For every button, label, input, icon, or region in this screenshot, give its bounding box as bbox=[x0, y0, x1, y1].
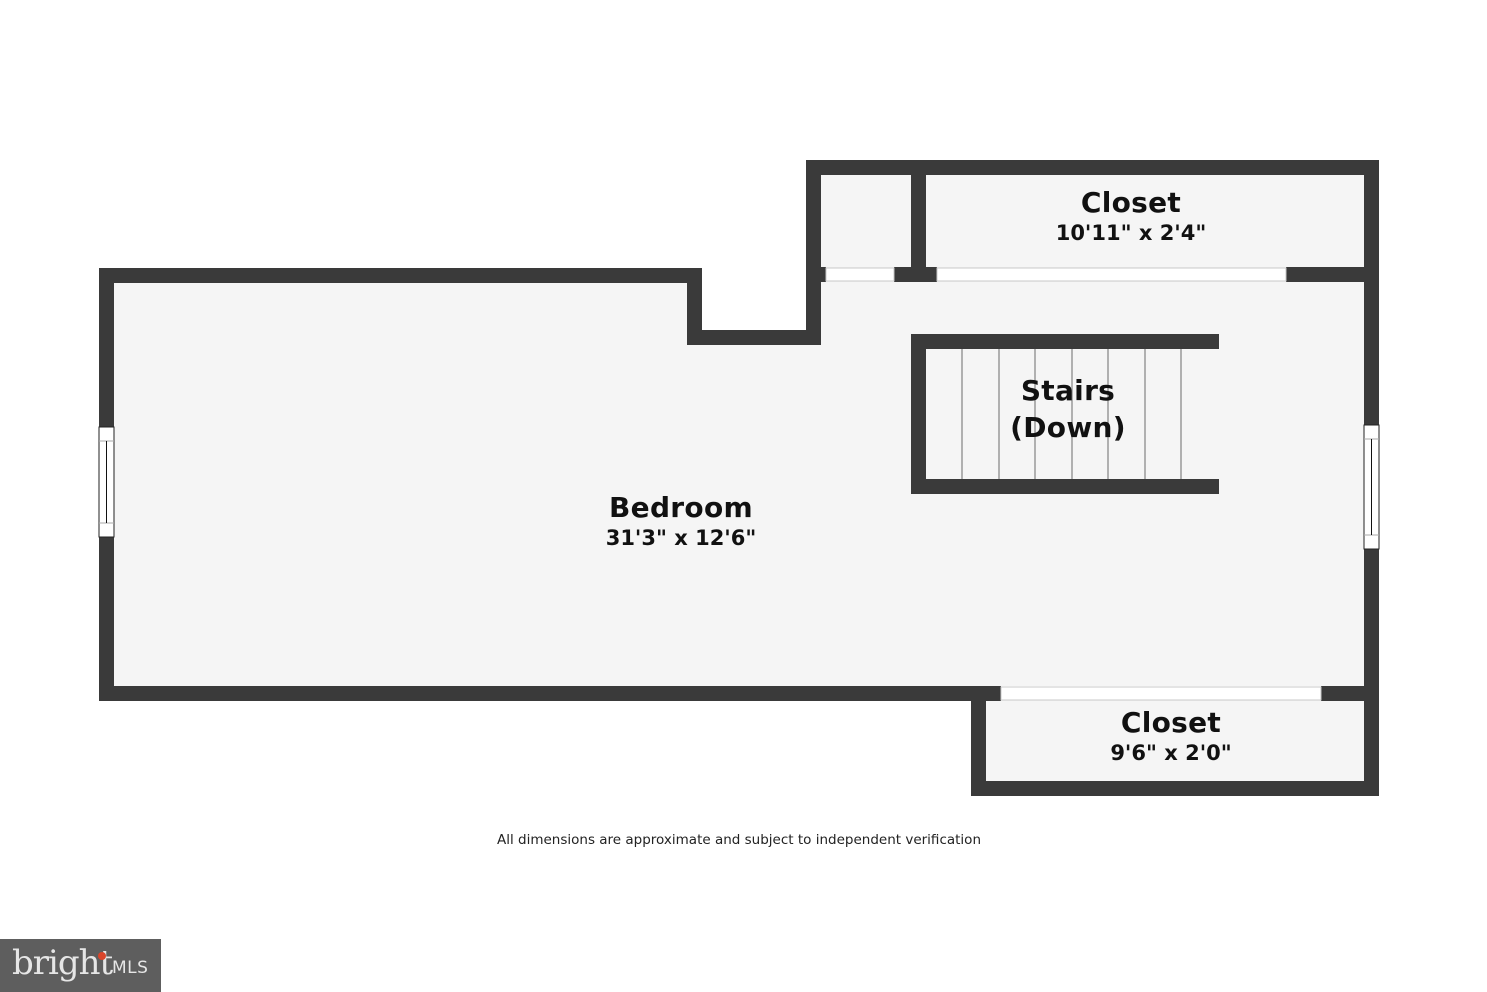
wall-segment-c bbox=[1286, 267, 1379, 282]
walls bbox=[99, 160, 1379, 796]
small-closet-floor bbox=[820, 174, 912, 282]
closet-bottom-name: Closet bbox=[1120, 706, 1222, 739]
bedroom-name: Bedroom bbox=[609, 491, 753, 524]
wall-bedroom-bottom bbox=[99, 686, 1001, 701]
wall-closet-divider bbox=[911, 160, 926, 282]
stairs-name: Stairs bbox=[1020, 374, 1116, 407]
wall-closet-bottom-left bbox=[971, 686, 986, 796]
stairs-note: (Down) bbox=[1010, 411, 1126, 444]
closet-top-label: Closet 10'11" x 2'4" bbox=[1056, 186, 1207, 245]
closet-bottom-floor bbox=[986, 700, 1364, 781]
window-left bbox=[98, 426, 115, 538]
bedroom-dimensions: 31'3" x 12'6" bbox=[605, 526, 757, 550]
bedroom-label: Bedroom 31'3" x 12'6" bbox=[606, 491, 757, 550]
opening-small-closet bbox=[825, 267, 895, 282]
wall-segment-d bbox=[1321, 686, 1379, 701]
closet-bottom-dimensions: 9'6" x 2'0" bbox=[1110, 741, 1232, 765]
bright-mls-logo: bright MLS bbox=[0, 939, 161, 992]
openings bbox=[825, 267, 1322, 701]
wall-closet-bottom-base bbox=[971, 781, 1379, 796]
wall-segment-b bbox=[894, 267, 937, 282]
logo-suffix: MLS bbox=[112, 958, 149, 978]
logo-dot-icon bbox=[98, 952, 106, 960]
logo-brand: bright bbox=[12, 943, 113, 983]
wall-notch-bottom bbox=[687, 330, 820, 345]
closet-top-dimensions: 10'11" x 2'4" bbox=[1055, 221, 1207, 245]
wall-bedroom-top bbox=[99, 268, 702, 283]
disclaimer-text: All dimensions are approximate and subje… bbox=[496, 832, 981, 848]
stairs bbox=[911, 334, 1219, 494]
window-right bbox=[1363, 424, 1380, 550]
closet-top-floor bbox=[926, 174, 1364, 282]
stairs-label: Stairs (Down) bbox=[1010, 374, 1126, 444]
opening-closet-top bbox=[936, 267, 1287, 282]
opening-closet-bottom bbox=[1000, 686, 1322, 701]
wall-notch-left bbox=[687, 268, 702, 345]
closet-bottom-label: Closet 9'6" x 2'0" bbox=[1110, 706, 1231, 765]
closet-top-name: Closet bbox=[1080, 186, 1182, 219]
wall-segment-a bbox=[806, 267, 826, 282]
wall-notch-right bbox=[806, 160, 821, 345]
wall-closets-top bbox=[806, 160, 1379, 175]
